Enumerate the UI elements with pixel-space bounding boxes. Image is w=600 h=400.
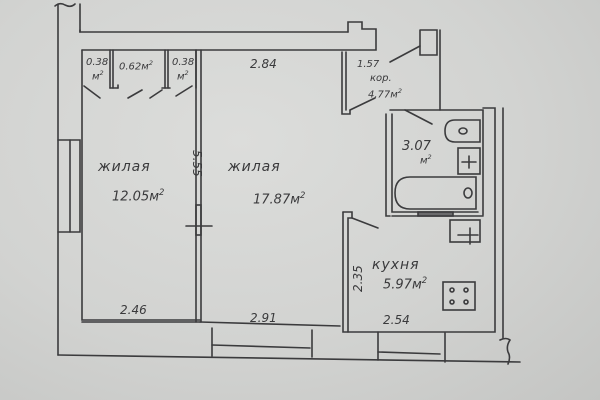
dim-kitchen-bottom: 2.54 xyxy=(383,313,410,327)
living2-name: жилая xyxy=(228,159,281,175)
closet1-unit: м2 xyxy=(92,69,104,83)
dim-living2-bottom: 2.91 xyxy=(250,311,277,325)
corridor-width: 1.57 xyxy=(357,59,380,70)
kitchen-name: кухня xyxy=(372,257,420,273)
living1-area: 12.05м2 xyxy=(112,187,165,205)
dim-living1-bottom: 2.46 xyxy=(120,303,147,317)
corridor-area: 4.77м2 xyxy=(368,87,402,101)
kitchen-area: 5.97м2 xyxy=(383,275,428,293)
closet2-area: 0.62м2 xyxy=(119,59,153,73)
corridor-name: кор. xyxy=(370,73,392,84)
dim-kitchen-depth: 2.35 xyxy=(351,265,365,292)
living1-name: жилая xyxy=(98,159,151,175)
closet3-unit: м2 xyxy=(177,69,189,83)
bathroom-unit: м2 xyxy=(420,153,432,167)
dim-living2-depth: 5.55 xyxy=(190,150,204,177)
closet3-area: 0.38 xyxy=(172,57,195,68)
closet1-area: 0.38 xyxy=(86,57,109,68)
dim-living2-top: 2.84 xyxy=(250,57,277,71)
bathroom-area: 3.07 xyxy=(402,139,431,154)
living2-area: 17.87м2 xyxy=(253,190,306,208)
